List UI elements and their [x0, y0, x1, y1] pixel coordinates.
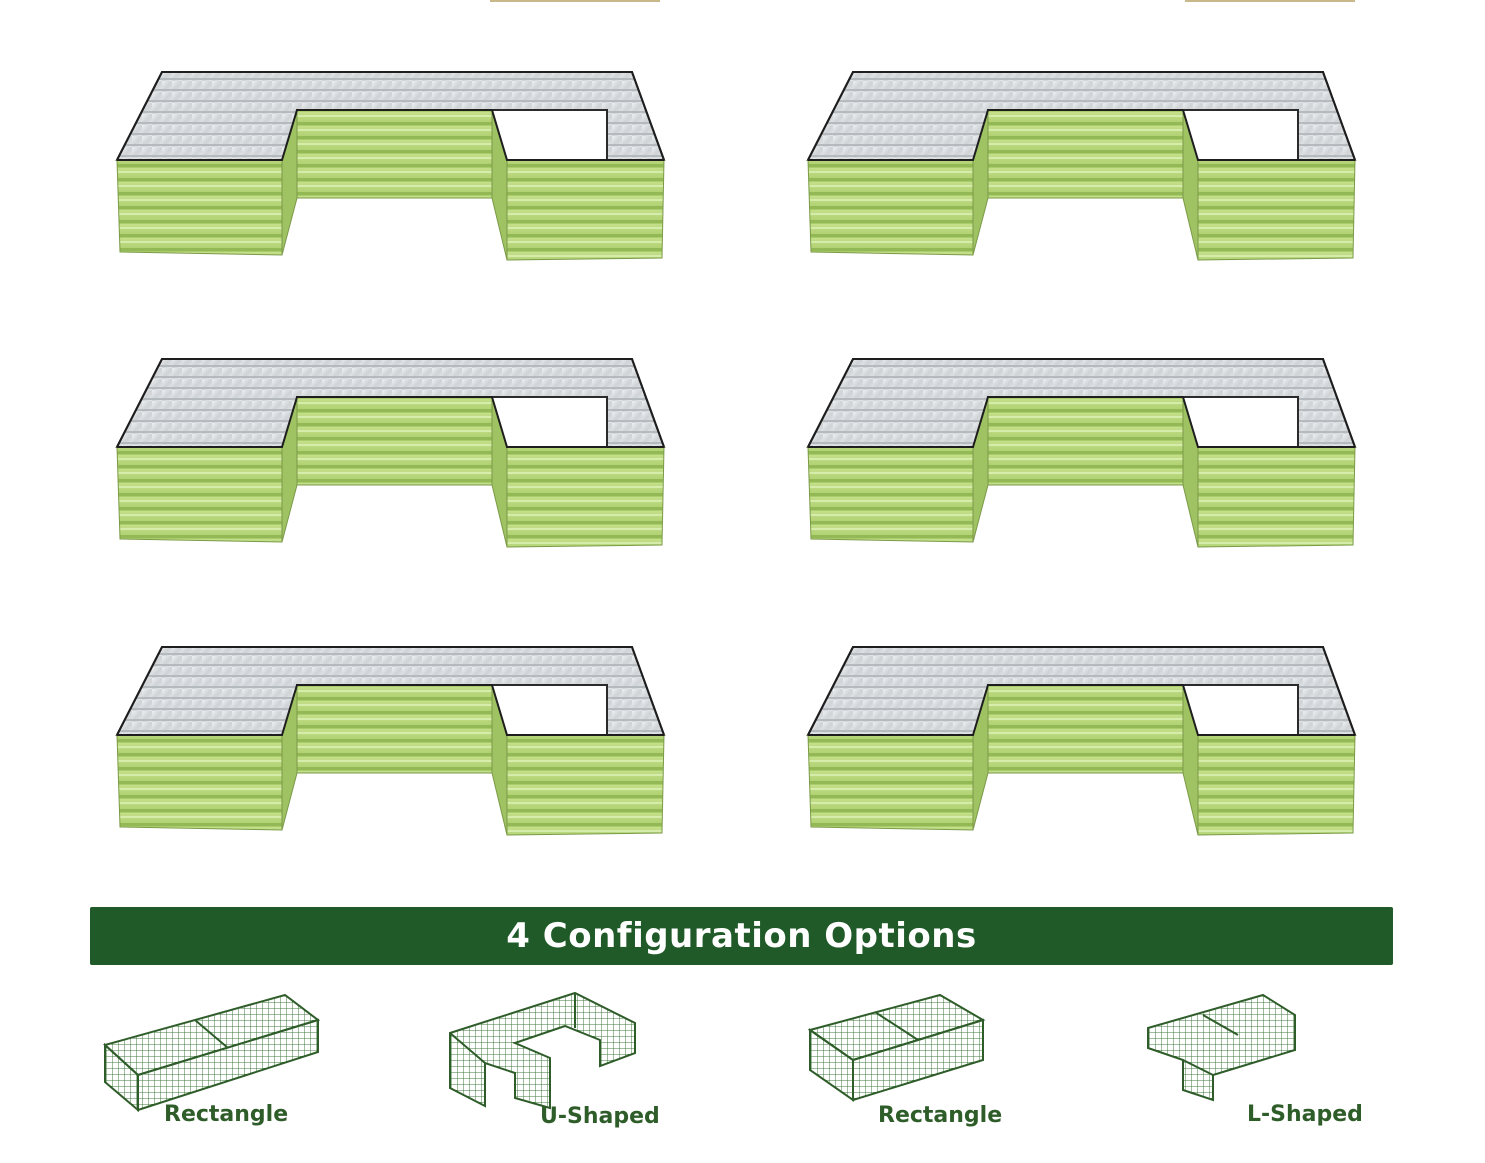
u-shaped-bed-4	[803, 357, 1363, 557]
top-edge-line	[490, 0, 660, 2]
l-shaped-frame-icon	[1147, 993, 1296, 1102]
wide-rectangle-frame-icon	[807, 993, 986, 1102]
config-label-l-shaped: L-Shaped	[1247, 1102, 1363, 1127]
config-label-u-shaped: U-Shaped	[540, 1104, 660, 1129]
u-shaped-bed-3	[112, 357, 672, 557]
top-edge-line	[1185, 0, 1355, 2]
u-shaped-bed-1	[112, 70, 672, 270]
long-rectangle-frame-icon	[102, 993, 321, 1113]
config-label-rectangle-1: Rectangle	[164, 1102, 289, 1127]
u-shaped-bed-6	[803, 645, 1363, 845]
config-label-rectangle-2: Rectangle	[878, 1103, 1003, 1128]
u-shaped-bed-5	[112, 645, 672, 845]
configuration-options-banner: 4 Configuration Options	[90, 907, 1393, 965]
banner-title: 4 Configuration Options	[506, 916, 977, 956]
u-shaped-frame-icon	[449, 991, 636, 1110]
u-shaped-bed-2	[803, 70, 1363, 270]
